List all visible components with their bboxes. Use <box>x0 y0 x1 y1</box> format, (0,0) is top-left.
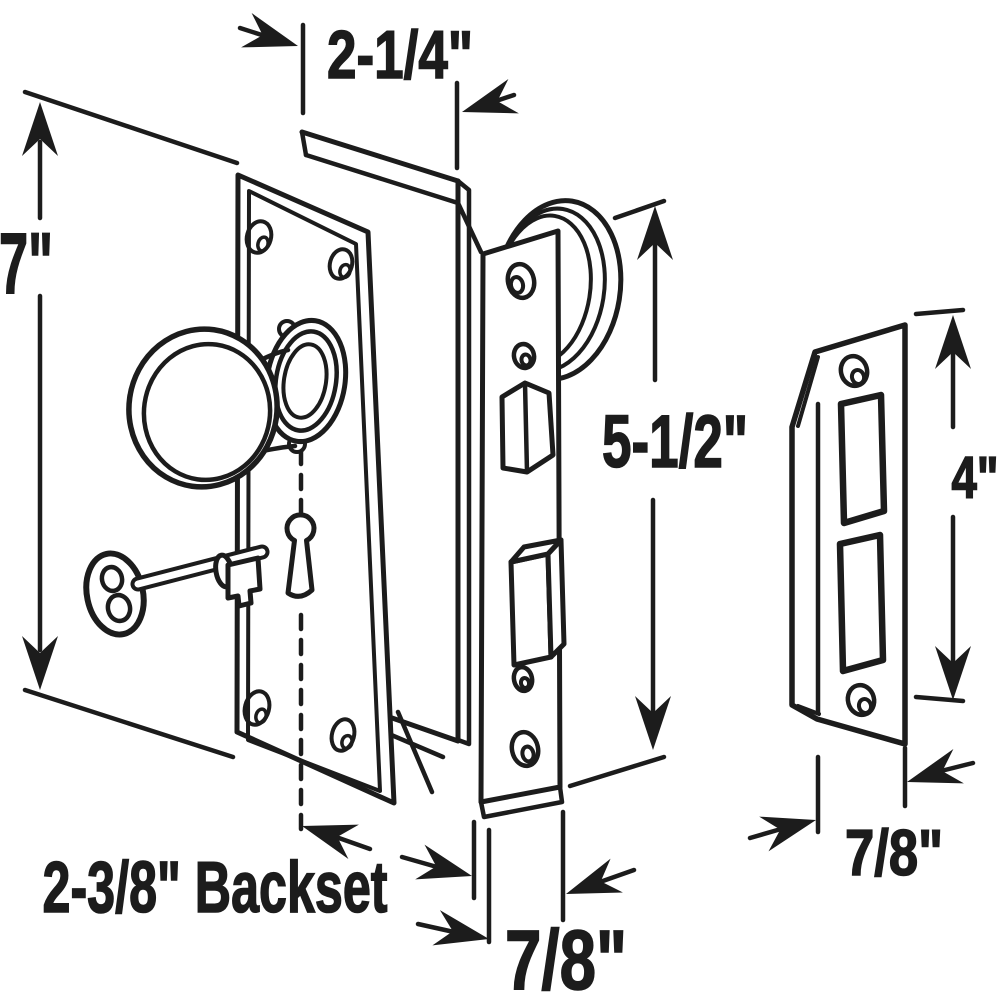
arrow-7in-up <box>22 102 58 156</box>
strike-screw-bottom-inner <box>856 697 874 715</box>
backplate-screw-top-left <box>244 219 274 255</box>
tail-case-width-right <box>493 92 517 104</box>
deadbolt <box>508 537 567 668</box>
strike-top-chamfer-line <box>796 355 820 428</box>
lock-faceplate <box>478 228 567 820</box>
door-knob <box>126 326 280 490</box>
arrow-case-width-left <box>241 12 298 48</box>
case-top-left-tip <box>299 129 309 158</box>
label-plate-height: 7" <box>0 216 53 312</box>
backplate-screw-top-left-inner <box>256 235 270 253</box>
strike-bottom-chamfer-line <box>796 704 821 716</box>
faceplate-hole-small <box>511 341 537 371</box>
label-strike-width: 7/8" <box>845 816 943 889</box>
key-bit <box>225 555 263 609</box>
key-shaft-core <box>134 548 266 588</box>
case-top-edge <box>299 129 461 184</box>
tick-strike-top <box>913 307 966 317</box>
knob-assembly <box>126 317 349 490</box>
backplate-screw-top-right <box>327 247 355 281</box>
faceplate-hole-lower-small <box>511 664 535 694</box>
tail-strike-width-right <box>938 760 976 774</box>
dimension-annotations: 2-1/4" 7" 5-1/2" 4" 2-3/8" Backset 7/8" … <box>0 12 999 1000</box>
dim-line-5-1-2in <box>650 239 658 717</box>
backplate-outline <box>234 172 397 806</box>
strike-screw-top-inner <box>849 368 867 386</box>
tail-faceplate-width-right <box>597 867 637 885</box>
tick-faceplate-top <box>612 198 667 221</box>
key-bow-hole-lower <box>105 592 133 624</box>
tail-backset-left <box>333 834 373 852</box>
arrow-backset-right <box>415 844 472 880</box>
arrow-4in-up <box>935 315 971 369</box>
faceplate-hole-lower-small-inner <box>518 676 532 690</box>
door-knob-face-ring <box>141 341 273 483</box>
skeleton-key <box>83 544 270 638</box>
case-bottom-corner-edge <box>395 709 435 795</box>
faceplate-hole-small-inner <box>519 352 533 368</box>
label-case-width: 2-1/4" <box>327 17 473 93</box>
latch-bolt-bevel-line <box>522 380 530 475</box>
case-top-bevel <box>303 152 461 206</box>
backplate-screw-bottom-right-inner <box>340 733 354 751</box>
tail-faceplate-width-left <box>415 921 457 935</box>
faceplate-screw-hole-top-inner <box>508 275 526 295</box>
tail-backset-right <box>399 854 440 870</box>
ext-line-plate-top <box>22 89 240 166</box>
deadbolt-front <box>508 551 554 668</box>
arrow-strike-width-right <box>907 748 964 784</box>
arrow-7in-down <box>22 636 58 690</box>
rose-inner-ring <box>281 342 329 420</box>
arrow-backset-left <box>302 824 359 860</box>
knob-backplate <box>234 172 397 836</box>
label-backset: 2-3/8" Backset <box>43 848 388 928</box>
label-strike-height: 4" <box>952 445 999 511</box>
tick-strike-bottom <box>913 694 966 704</box>
ext-line-plate-bottom <box>22 687 236 760</box>
faceplate-bottom-thickness <box>478 784 565 820</box>
label-faceplate-height: 5-1/2" <box>602 400 748 483</box>
faceplate-screw-hole-bottom-inner <box>520 744 536 764</box>
key-bow-hole-upper <box>99 564 125 594</box>
label-faceplate-width: 7/8" <box>505 913 627 1000</box>
arrow-4in-down <box>935 646 971 700</box>
case-right-side-face <box>455 178 472 747</box>
strike-slot-lower <box>836 531 887 675</box>
backplate-screw-top-right-inner <box>338 262 352 280</box>
faceplate-outline <box>478 228 563 805</box>
backplate-screw-bottom-right <box>329 717 357 753</box>
arrow-faceplate-width-right <box>566 858 623 894</box>
keyhole <box>284 512 317 599</box>
backplate-screw-bottom-left-inner <box>254 707 268 725</box>
faceplate-screw-hole-top <box>505 261 537 301</box>
strike-slot-upper <box>837 391 888 527</box>
tick-faceplate-bottom <box>567 754 667 789</box>
tail-strike-width-left <box>747 826 784 841</box>
strike-plate <box>789 322 908 747</box>
arrow-case-width-right <box>462 78 519 114</box>
backplate-screw-bottom-left <box>242 689 272 727</box>
rose-mid-ring <box>273 329 339 433</box>
arrow-faceplate-width-left <box>432 910 489 946</box>
tail-case-width-left <box>237 25 268 39</box>
deadbolt-side <box>545 537 567 660</box>
faceplate-screw-hole-bottom <box>509 729 541 769</box>
arrow-5-1-2in-down <box>635 696 671 750</box>
arrow-strike-width-left <box>759 816 816 852</box>
arrow-5-1-2in-up <box>637 206 673 260</box>
